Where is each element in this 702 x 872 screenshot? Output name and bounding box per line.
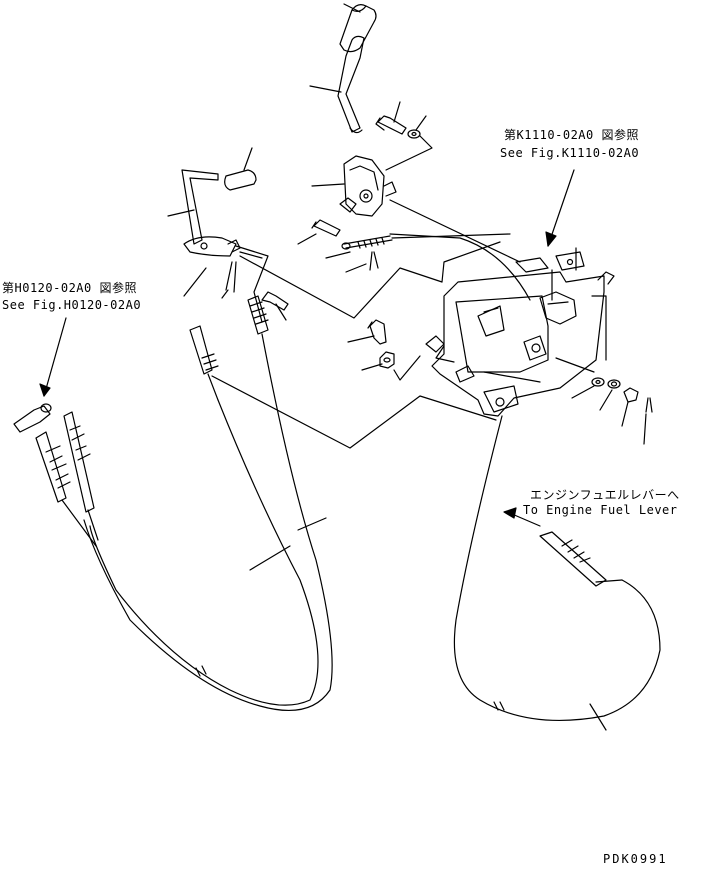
cable-break-marks [195,665,207,677]
cable-end-engine [539,531,623,587]
arrow-engine [503,507,517,519]
cable-break-marks-right [493,701,505,711]
nut-frame [379,351,395,369]
cable-loop-left-inner [89,399,319,706]
lever-bracket [339,155,397,217]
ref-h0120-jp: 第H0120-02A0 図参照 [2,281,137,295]
pin-clip-lower [225,261,237,293]
leader-pin-lower [221,289,229,299]
cable-end-left [189,325,219,401]
bolt-lower [261,291,289,311]
pin-right [645,397,653,413]
cable-joint-left [13,403,99,547]
leader-bolt-frame [347,335,375,343]
leader-pin-top [345,263,367,273]
route-line-c [183,267,207,297]
pin-clip-top [369,251,379,271]
bolt-frame [367,319,387,345]
cable-loop-right [453,415,661,722]
bolt-upper [375,115,407,135]
lever-knob-lower [224,169,257,191]
lower-lever [181,169,241,257]
arrow-engine-line [511,513,541,527]
bolt-bracket [311,219,341,237]
arrow-h0120 [39,383,51,397]
leader-bolt-bracket [297,233,317,245]
cable-end-lower [235,245,269,335]
cable-link [389,233,531,301]
route-line-b [211,375,497,449]
leader-knob-top [343,3,361,13]
engine-fuel-lever-en: To Engine Fuel Lever [523,503,678,517]
arrow-k1110 [545,231,557,247]
ref-line-nut [393,355,421,381]
leader-bolt-upper [393,101,401,123]
ref-h0120-en: See Fig.H0120-02A0 [2,298,142,312]
leader-nut-right [621,401,629,427]
ref-line-2 [391,233,511,239]
leader-nut-frame [361,363,383,371]
lever-knob-top [339,4,377,53]
nut-right [623,387,639,403]
control-frame [425,251,615,417]
leader-cable-1 [297,517,327,531]
leader-lower-lever [167,209,195,217]
leader-cable-2 [249,545,291,571]
ref-line-bolt [385,135,433,171]
leader-washer-2 [599,389,613,411]
ref-line-1 [389,199,521,263]
arrow-k1110-line [547,169,575,247]
washer-right-1 [591,377,605,387]
leader-washer-upper [415,115,427,131]
drawing-code: PDK0991 [603,852,668,866]
washer-upper [407,129,421,139]
engine-fuel-lever-jp: エンジンフュエルレバーへ [530,488,680,502]
leader-cable-right [589,703,607,731]
upper-lever [337,35,365,134]
leader-h0120 [43,317,67,397]
leader-upper-lever [309,85,342,93]
leader-washer-1 [571,385,595,399]
leader-pin-right [643,413,647,445]
ref-k1110-jp: 第K1110-02A0 図参照 [504,128,639,142]
leader-spring-top [325,251,351,259]
ref-k1110-en: See Fig.K1110-02A0 [500,146,640,160]
route-line-a [239,241,501,319]
cable-loop-left-outer [83,333,333,712]
washer-right-2 [607,379,621,389]
leader-bolt-lower [275,303,287,321]
cable-end-spring-top [341,235,393,250]
leader-bracket [311,183,345,187]
leader-knob-lower [243,147,253,171]
